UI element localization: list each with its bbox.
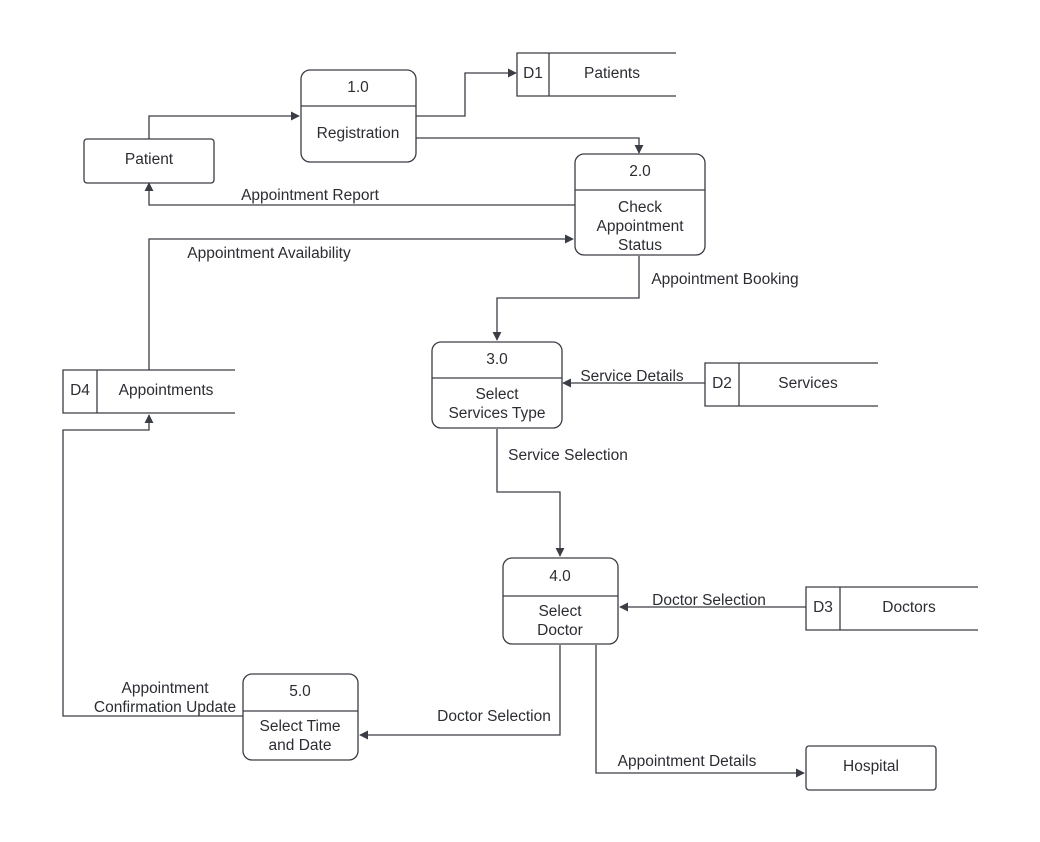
flow-service-selection — [496, 429, 565, 557]
process-2-label-line-2: Appointment — [596, 218, 684, 235]
flow-appointment-availability — [148, 234, 574, 370]
process-3-label-line-2: Services Type — [448, 405, 545, 422]
process-2-label-line-3: Status — [618, 237, 662, 254]
process-4-label-line-1: Select — [538, 603, 582, 620]
store-d2-services[interactable]: D2 Services — [704, 362, 878, 407]
process-3-select-services-type[interactable]: 3.0 Select Services Type — [431, 341, 563, 429]
store-d4-code: D4 — [70, 382, 90, 399]
process-1-registration[interactable]: 1.0 Registration — [300, 69, 417, 163]
label-appointment-booking: Appointment Booking — [651, 271, 798, 288]
label-doctor-selection-from-d3: Doctor Selection — [652, 592, 766, 609]
process-5-select-time-and-date[interactable]: 5.0 Select Time and Date — [242, 673, 359, 761]
label-service-details: Service Details — [580, 368, 684, 385]
store-d4-label: Appointments — [119, 382, 214, 399]
store-d1-label: Patients — [584, 65, 640, 82]
process-5-label-line-2: and Date — [269, 737, 332, 754]
flow-lines — [62, 68, 806, 778]
store-d1-code: D1 — [523, 65, 543, 82]
flow-patient-to-registration — [148, 111, 300, 139]
entity-hospital[interactable]: Hospital — [805, 745, 937, 791]
label-service-selection: Service Selection — [508, 447, 628, 464]
label-confirmation-update-line-1: Appointment — [121, 680, 209, 697]
label-appointment-details: Appointment Details — [618, 753, 757, 770]
flow-appointment-report — [144, 182, 575, 206]
store-d3-code: D3 — [813, 599, 833, 616]
process-2-check-appointment-status[interactable]: 2.0 Check Appointment Status — [574, 153, 706, 256]
label-appointment-report: Appointment Report — [241, 187, 380, 204]
process-1-number: 1.0 — [347, 79, 369, 96]
process-5-label-line-1: Select Time — [260, 718, 341, 735]
label-confirmation-update-line-2: Confirmation Update — [94, 699, 236, 716]
store-d3-label: Doctors — [882, 599, 936, 616]
flow-appointment-booking — [492, 256, 640, 341]
store-d1-patients[interactable]: D1 Patients — [516, 52, 676, 97]
entity-hospital-label: Hospital — [843, 758, 899, 775]
process-2-label-line-1: Check — [618, 199, 662, 216]
process-3-label-line-1: Select — [475, 386, 519, 403]
label-doctor-selection-to-p5: Doctor Selection — [437, 708, 551, 725]
process-2-number: 2.0 — [629, 163, 651, 180]
entity-patient-label: Patient — [125, 151, 174, 168]
process-4-label-line-2: Doctor — [537, 622, 583, 639]
flow-appointment-details — [595, 645, 805, 778]
label-appointment-availability: Appointment Availability — [187, 245, 351, 262]
entity-patient[interactable]: Patient — [83, 138, 215, 184]
flow-registration-to-patients — [416, 68, 517, 117]
flow-labels: Appointment Report Appointment Availabil… — [94, 187, 799, 770]
process-4-select-doctor[interactable]: 4.0 Select Doctor — [502, 557, 619, 645]
flow-registration-to-check — [416, 137, 644, 154]
flow-doctor-selection-p5 — [359, 645, 561, 740]
store-d2-label: Services — [778, 375, 838, 392]
process-4-number: 4.0 — [549, 568, 571, 585]
process-3-number: 3.0 — [486, 351, 508, 368]
store-d4-appointments[interactable]: D4 Appointments — [62, 369, 235, 414]
store-d3-doctors[interactable]: D3 Doctors — [805, 586, 978, 631]
process-1-label: Registration — [317, 125, 400, 142]
store-d2-code: D2 — [712, 375, 732, 392]
process-5-number: 5.0 — [289, 683, 311, 700]
flow-confirmation-update — [62, 414, 243, 717]
